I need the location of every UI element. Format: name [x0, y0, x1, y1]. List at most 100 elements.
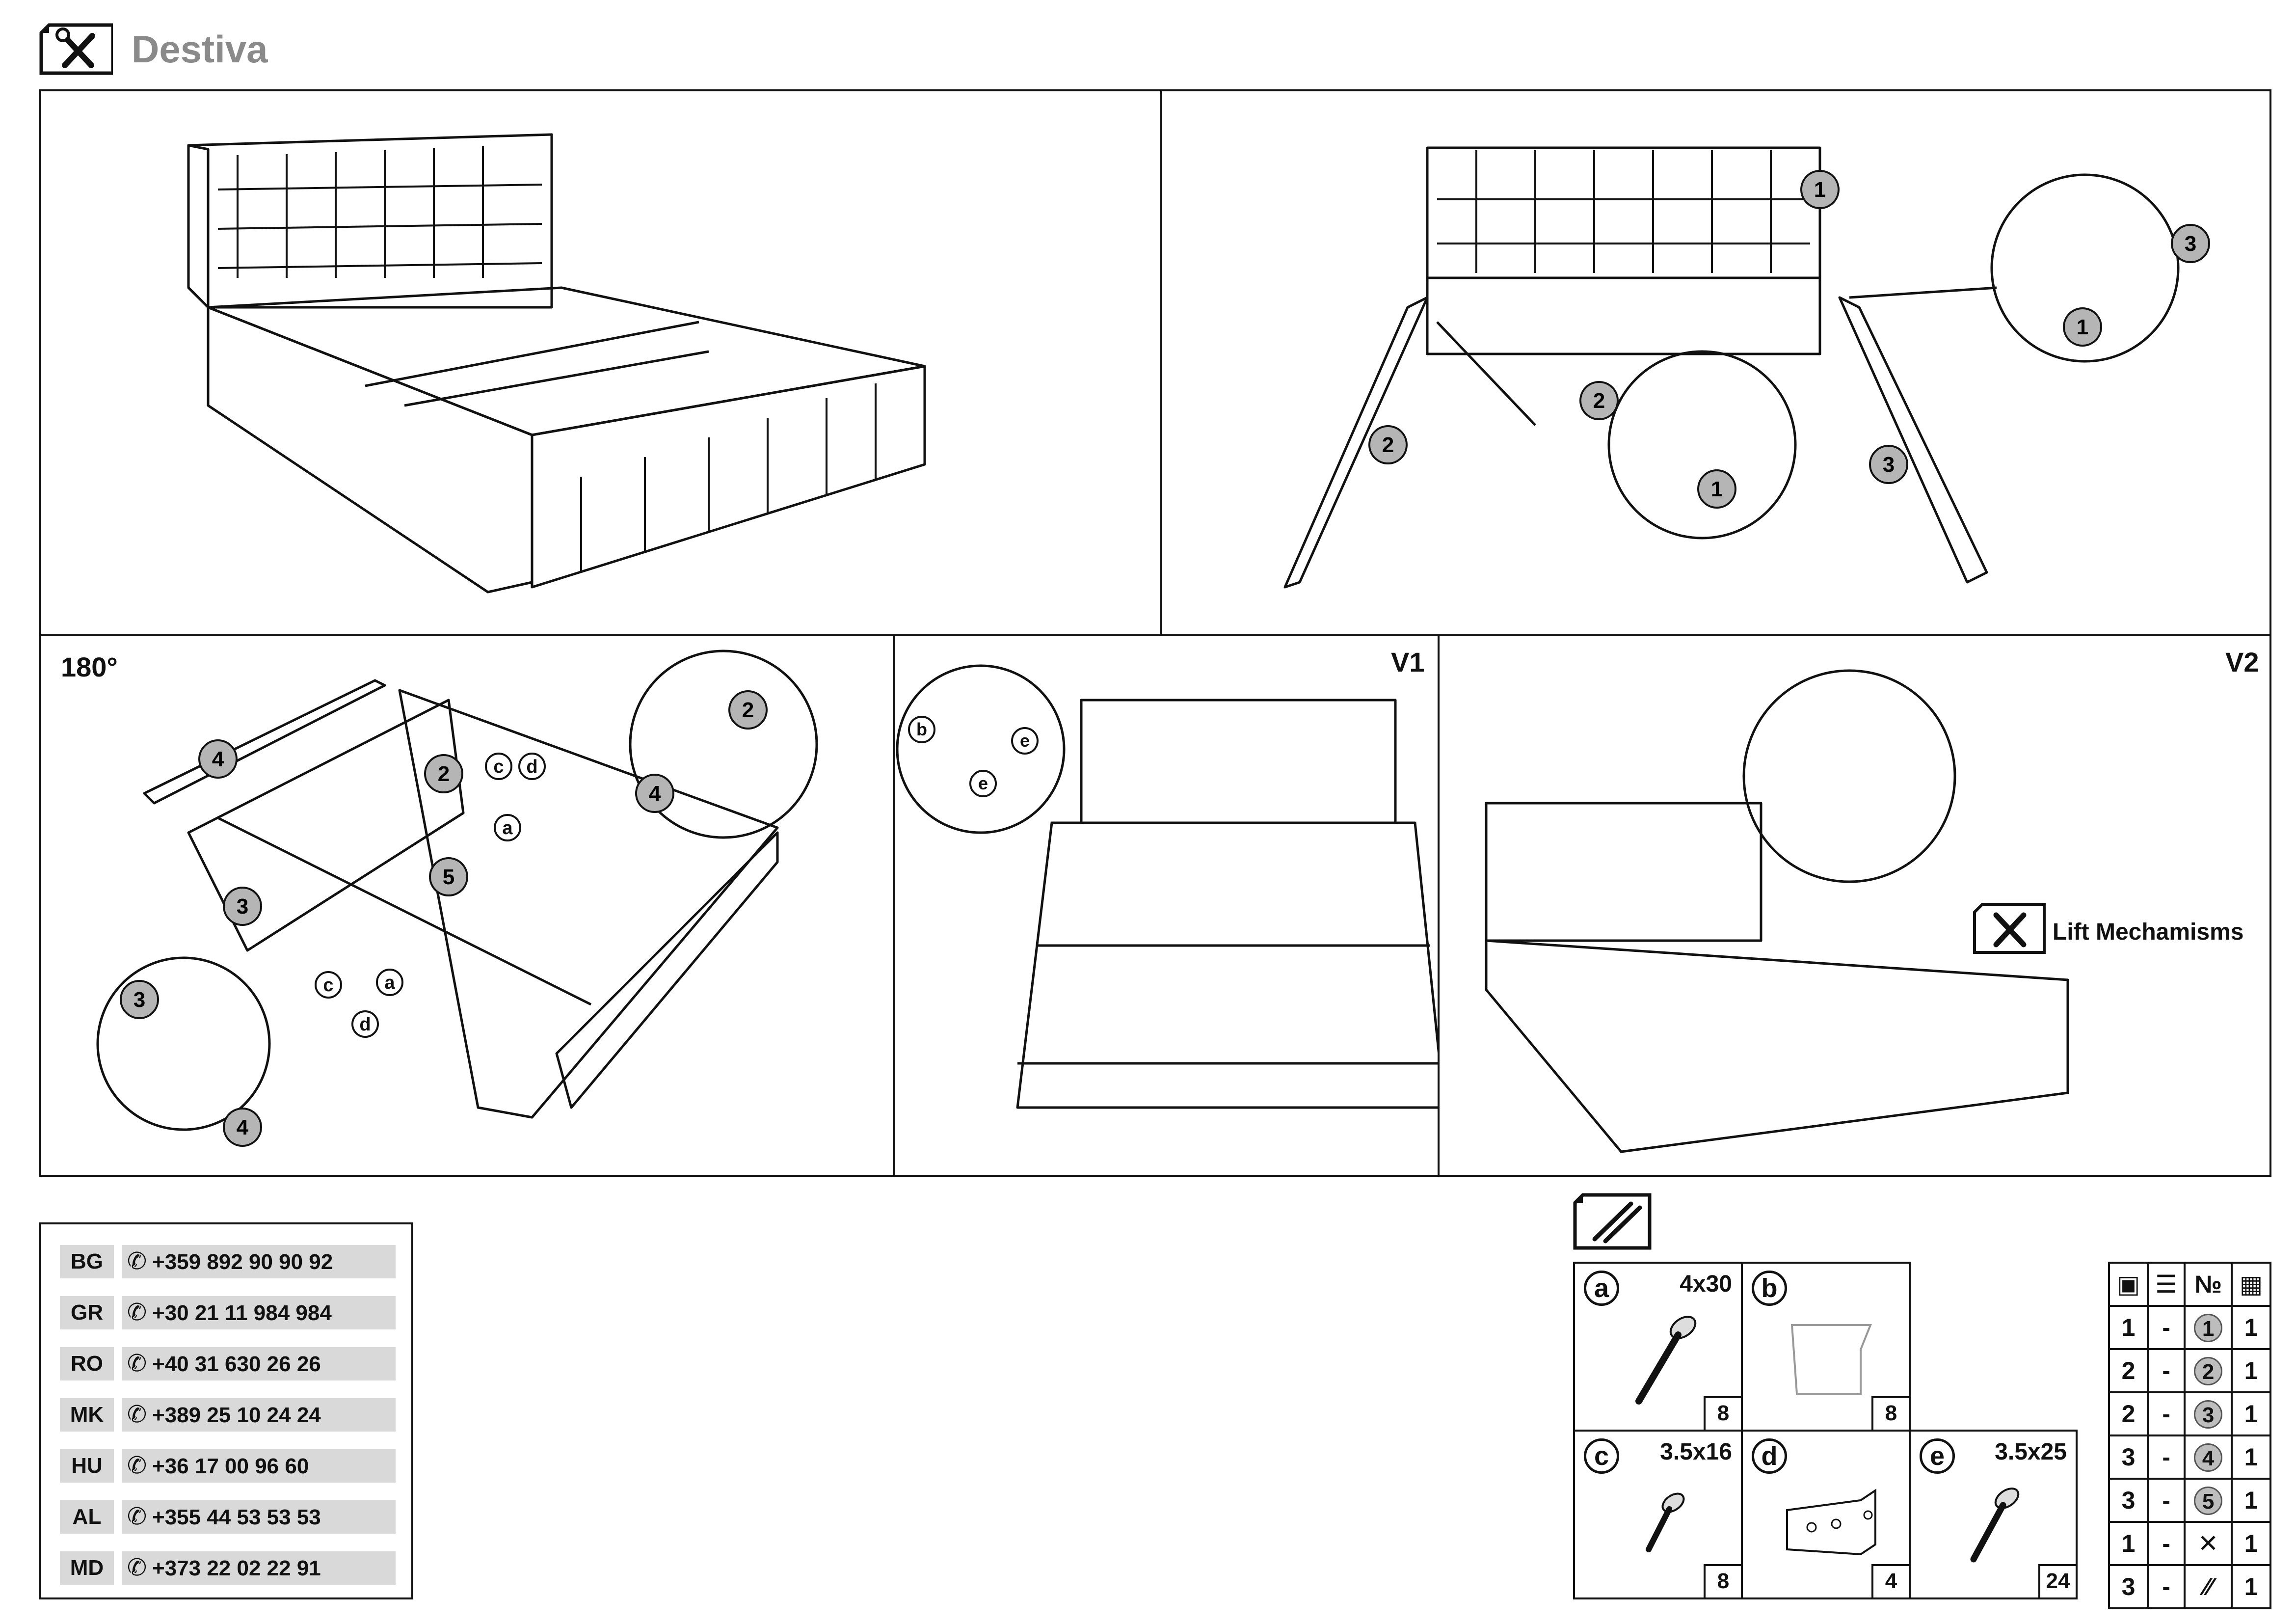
phone-icon: ✆ [127, 1351, 147, 1377]
assembly-diagram: 1 2 3 2 1 3 1 180° 4 [39, 89, 2271, 1177]
phone-number: +355 44 53 53 53 [152, 1505, 321, 1529]
hardware-icon: ⁄⁄ [2184, 1564, 2233, 1609]
package-contents-table: ▣ ☰ № ▦ 1 - 1 1 2 - 2 1 2 - 3 1 3 - 4 1 … [2108, 1262, 2272, 1609]
part-number: 4 [2194, 1443, 2223, 1472]
phone-row: RO ✆+40 31 630 26 26 [60, 1347, 396, 1380]
label-e-b: e [1020, 731, 1030, 751]
country-code: RO [60, 1347, 114, 1380]
callout-2: 2 [1382, 433, 1394, 457]
country-code: BG [60, 1245, 114, 1278]
country-code: AL [60, 1500, 114, 1534]
callout-3-zoom: 3 [133, 988, 145, 1012]
callout-2-zoom: 2 [742, 698, 754, 722]
hardware-item-b: b 8 [1741, 1262, 1911, 1432]
table-row: 3 - 5 1 [2108, 1478, 2272, 1523]
phone-row: MD ✆+373 22 02 22 91 [60, 1551, 396, 1585]
support-phones: BG ✆+359 892 90 90 92 GR ✆+30 21 11 984 … [39, 1222, 413, 1599]
phone-row: GR ✆+30 21 11 984 984 [60, 1296, 396, 1329]
table-row: 3 - ⁄⁄ 1 [2108, 1564, 2272, 1609]
table-row: 1 - 1 1 [2108, 1305, 2272, 1350]
hardware-size: 3.5x25 [1995, 1439, 2067, 1465]
table-row: 2 - 3 1 [2108, 1391, 2272, 1436]
country-code: GR [60, 1296, 114, 1329]
callout-4-zoom-b: 4 [237, 1115, 249, 1139]
tools-icon: ✕ [2184, 1521, 2233, 1566]
country-code: HU [60, 1449, 114, 1483]
step-attach-rails-illustration: 1 2 3 2 1 3 1 [1283, 146, 2210, 589]
callout-1: 1 [1814, 178, 1826, 202]
hardware-item-c: c 3.5x16 8 [1573, 1430, 1743, 1599]
phone-row: BG ✆+359 892 90 90 92 [60, 1245, 396, 1278]
hardware-item-a: a 4x30 8 [1573, 1262, 1743, 1432]
lift-tools-icon [1973, 901, 2046, 955]
phone-number: +359 892 90 90 92 [152, 1250, 333, 1274]
part-number: 5 [2194, 1486, 2223, 1515]
hardware-grid: a 4x30 8 b 8 c 3.5x16 8 d 4 [1573, 1262, 2078, 1599]
part-number: 3 [2194, 1400, 2223, 1429]
hardware-qty: 24 [2038, 1564, 2076, 1597]
phone-icon: ✆ [127, 1504, 147, 1530]
country-code: MK [60, 1398, 114, 1432]
hardware-size: 3.5x16 [1660, 1439, 1732, 1465]
phone-number: +40 31 630 26 26 [152, 1352, 321, 1376]
brand-name: Destiva [132, 27, 268, 71]
table-row: 1 - ✕ 1 [2108, 1521, 2272, 1566]
table-row: 2 - 2 1 [2108, 1348, 2272, 1393]
corner-bracket-icon [1786, 1489, 1876, 1556]
hardware-size: 4x30 [1680, 1271, 1732, 1297]
quantity-icon: ▦ [2230, 1262, 2272, 1307]
label-a-b: a [384, 973, 395, 993]
bracket-icon [1790, 1324, 1872, 1395]
tools-icon [39, 22, 115, 76]
phone-row: AL ✆+355 44 53 53 53 [60, 1500, 396, 1534]
label-e: e [978, 773, 988, 793]
phone-icon: ✆ [127, 1402, 147, 1428]
label-c: c [493, 757, 504, 777]
hardware-letter: d [1752, 1438, 1787, 1474]
box-icon: ▣ [2108, 1262, 2149, 1307]
v2-label: V2 [2225, 647, 2259, 677]
hardware-qty: 8 [1704, 1564, 1741, 1597]
phone-row: MK ✆+389 25 10 24 24 [60, 1398, 396, 1432]
label-c-b: c [323, 975, 333, 996]
phone-icon: ✆ [127, 1248, 147, 1274]
callout-1-detail: 1 [1711, 477, 1723, 501]
label-d: d [526, 757, 537, 777]
hardware-item-e: e 3.5x25 24 [1909, 1430, 2078, 1599]
label-b: b [916, 719, 927, 739]
hardware-letter: a [1584, 1271, 1619, 1306]
hardware-letter: c [1584, 1438, 1619, 1474]
part-number: 2 [2194, 1356, 2223, 1385]
callout-2-detail: 2 [1593, 389, 1605, 413]
step-v1-storage-illustration: b e e [896, 664, 1438, 1109]
country-code: MD [60, 1551, 114, 1585]
callout-4: 4 [212, 747, 224, 771]
phone-number: +389 25 10 24 24 [152, 1403, 321, 1427]
callout-2-rail: 2 [438, 762, 450, 786]
hardware-letter: b [1752, 1271, 1787, 1306]
phone-row: HU ✆+36 17 00 96 60 [60, 1449, 396, 1483]
hardware-qty: 8 [1871, 1396, 1909, 1430]
label-a: a [502, 818, 513, 839]
callout-5: 5 [443, 865, 454, 889]
layers-icon: ☰ [2147, 1262, 2186, 1307]
step-bed-frame-illustration [187, 133, 926, 594]
step-flipped-frame-illustration: 4 3 2 5 2 4 3 4 c d a c a [96, 650, 818, 1147]
part-number: 1 [2194, 1313, 2223, 1342]
table-header: ▣ ☰ № ▦ [2108, 1262, 2272, 1307]
hardware-qty: 8 [1704, 1396, 1741, 1430]
hardware-letter: e [1920, 1438, 1955, 1474]
phone-number: +30 21 11 984 984 [152, 1301, 332, 1325]
number-header: № [2184, 1262, 2233, 1307]
phone-icon: ✆ [127, 1299, 147, 1326]
phone-number: +373 22 02 22 91 [152, 1556, 321, 1580]
callout-3-detail: 3 [2185, 232, 2196, 256]
hardware-qty: 4 [1871, 1564, 1909, 1597]
phone-icon: ✆ [127, 1453, 147, 1479]
hardware-item-d: d 4 [1741, 1430, 1911, 1599]
rotate-label: 180° [61, 651, 118, 682]
label-d-b: d [359, 1014, 371, 1035]
lift-mechanisms-label: Lift Mechamisms [2053, 919, 2244, 945]
phone-number: +36 17 00 96 60 [152, 1454, 309, 1478]
screw-icon [1635, 1316, 1697, 1405]
